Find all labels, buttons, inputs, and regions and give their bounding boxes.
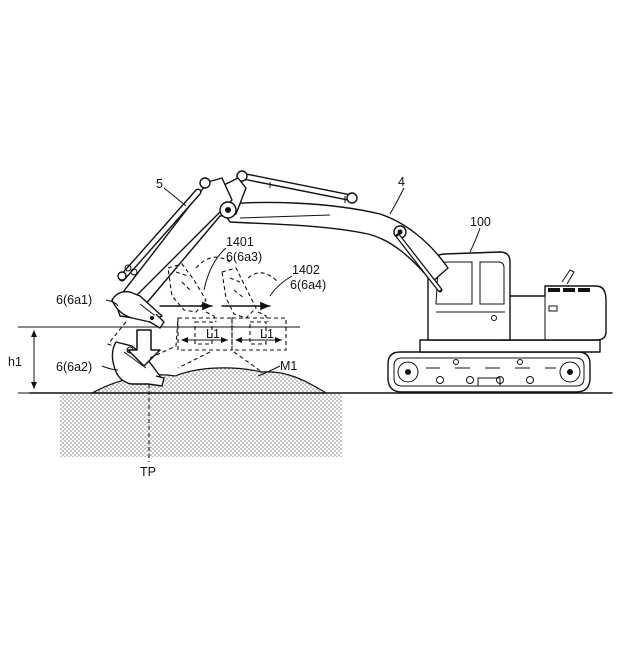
label-height-h1: h1 [8,355,22,369]
label-machine-100: 100 [470,215,491,229]
exhaust [562,270,574,284]
bucket-outline-right [232,318,286,350]
label-bucket-6a1: 6(6a1) [56,293,92,307]
crawler-track [388,352,590,392]
label-bucket-6a3: 6(6a3) [226,250,262,264]
bucket-6a1 [112,292,164,328]
excavator-machine [388,252,606,392]
label-trajectory-1401: 1401 [226,235,254,249]
bucket-outline-left [178,318,232,350]
label-arm-5: 5 [156,177,163,191]
label-pile-M1: M1 [280,359,297,373]
label-target-point: TP [140,465,156,479]
label-spacing-L1-right: L1 [260,327,274,341]
upper-body [500,286,606,340]
label-spacing-L1-left: L1 [206,327,220,341]
ground-hatch [60,393,342,457]
ground [30,393,612,457]
swing-base [420,340,600,352]
label-boom-4: 4 [398,175,405,189]
label-trajectory-1402: 1402 [292,263,320,277]
label-bucket-6a4: 6(6a4) [290,278,326,292]
arm-cylinder [237,171,357,203]
label-bucket-6a2: 6(6a2) [56,360,92,374]
